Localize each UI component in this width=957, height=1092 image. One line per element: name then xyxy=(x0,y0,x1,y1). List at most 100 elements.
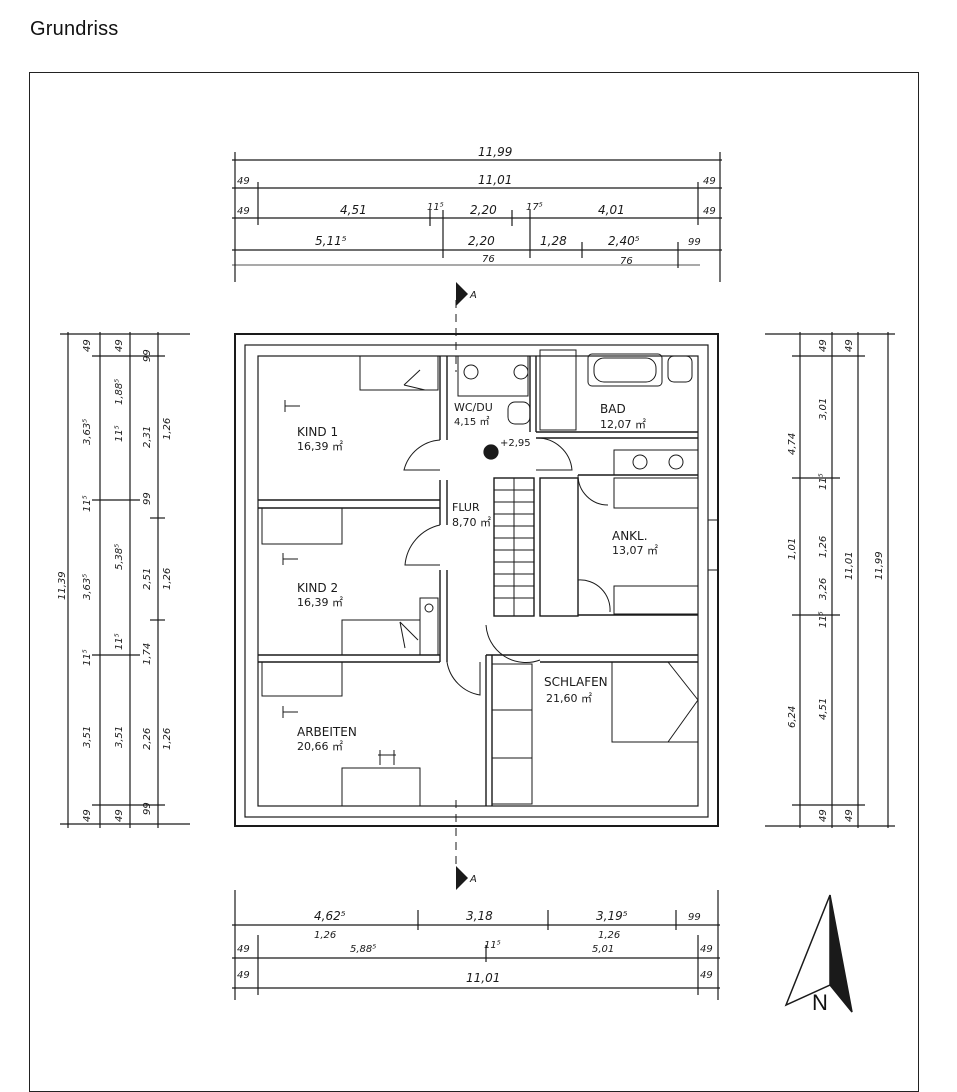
right-dimension-lines xyxy=(765,332,895,828)
room-area-kind2: 16,39 ㎡ xyxy=(297,596,343,609)
dim-right-c2-1: 3,01 xyxy=(818,398,829,420)
furniture xyxy=(261,349,719,807)
north-arrow-icon xyxy=(784,894,853,1013)
dim-left-c3-6: 99 xyxy=(142,802,153,815)
room-name-flur: FLUR xyxy=(452,501,480,514)
dim-bottom-r1-0: 4,62⁵ xyxy=(314,909,346,923)
section-arrow-bottom-icon xyxy=(456,866,468,890)
dim-left-c4-1: 1,26 xyxy=(162,568,173,590)
dim-left-c1-6: 49 xyxy=(82,809,93,822)
dim-bottom-r2-1: 5,88⁵ xyxy=(350,944,376,955)
dim-left-c1-4: 11⁵ xyxy=(82,649,93,666)
dim-right-c3-1: 11,01 xyxy=(844,551,855,580)
room-name-schlafen: SCHLAFEN xyxy=(544,675,608,689)
dim-right-c3-2: 49 xyxy=(844,809,855,822)
dim-right-c2-2: 11⁵ xyxy=(818,473,829,490)
dim-bottom-r2-0: 1,26 xyxy=(314,930,336,941)
dim-right-c1-0: 4,74 xyxy=(787,433,798,455)
dim-left-c1-5: 3,51 xyxy=(82,726,93,748)
dim-top-r3-0: 49 xyxy=(237,206,250,217)
room-name-bad: BAD xyxy=(600,402,626,416)
door-swings xyxy=(403,437,611,696)
dim-right-c2-7: 49 xyxy=(818,809,829,822)
dim-bottom-r1-1: 3,18 xyxy=(466,909,493,923)
dim-top-r4-4: 99 xyxy=(688,237,701,248)
dim-top-r3-3: 2,20 xyxy=(470,203,497,217)
dim-left-c2-6: 49 xyxy=(114,809,125,822)
level-marker-icon xyxy=(483,444,499,460)
dim-left-c3-3: 2,51 xyxy=(142,568,153,590)
dim-right-c2-3: 1,26 xyxy=(818,536,829,558)
dim-top-r3-4: 17⁵ xyxy=(526,202,543,213)
left-dimension-lines xyxy=(60,332,190,828)
dim-left-c2-3: 5,38⁵ xyxy=(114,544,125,570)
dim-bottom-r4-0: 49 xyxy=(237,970,250,981)
room-name-kind2: KIND 2 xyxy=(297,581,338,595)
staircase xyxy=(494,478,534,616)
dim-left-c4-2: 1,26 xyxy=(162,728,173,750)
room-area-arbeiten: 20,66 ㎡ xyxy=(297,740,343,753)
dim-bottom-r3-0: 49 xyxy=(237,944,250,955)
dim-top-r4-sub-0: 76 xyxy=(482,254,495,265)
room-name-wc-du: WC/DU xyxy=(454,401,493,414)
dim-top-overall: 11,99 xyxy=(478,145,512,159)
dim-left-c2-0: 49 xyxy=(114,339,125,352)
dim-top-r3-6: 49 xyxy=(703,206,716,217)
dim-right-c4-0: 11,99 xyxy=(874,551,885,580)
dim-top-r4-1: 2,20 xyxy=(468,234,495,248)
dim-left-c2-1: 1,88⁵ xyxy=(114,379,125,405)
dim-bottom-r2-4: 5,01 xyxy=(592,944,614,955)
dim-bottom-r4-2: 49 xyxy=(700,970,713,981)
dim-top-r4-sub-1: 76 xyxy=(620,256,633,267)
section-marker-bottom: A xyxy=(469,874,477,885)
page-title: Grundriss xyxy=(30,18,119,40)
room-area-bad: 12,07 ㎡ xyxy=(600,418,646,431)
dim-top-r4-3: 2,40⁵ xyxy=(608,234,640,248)
dim-bottom-r2-2: 11⁵ xyxy=(484,940,501,951)
room-area-schlafen: 21,60 ㎡ xyxy=(546,692,592,705)
north-label: N xyxy=(812,990,828,1015)
dim-left-c2-4: 11⁵ xyxy=(114,633,125,650)
dim-left-overall: 11,39 xyxy=(57,571,68,600)
dim-right-c1-2: 6,24 xyxy=(787,706,798,728)
dim-top-r3-2: 11⁵ xyxy=(427,202,444,213)
room-area-flur: 8,70 ㎡ xyxy=(452,516,491,529)
dim-top-inner: 11,01 xyxy=(478,173,512,187)
room-name-ankl: ANKL. xyxy=(612,529,648,543)
dim-left-c3-4: 1,74 xyxy=(142,643,153,665)
dim-bottom-r2-3: 1,26 xyxy=(598,930,620,941)
dim-bottom-r3-1: 49 xyxy=(700,944,713,955)
dim-left-c2-5: 3,51 xyxy=(114,726,125,748)
dim-bottom-r1-3: 99 xyxy=(688,912,701,923)
dim-left-c1-1: 3,63⁵ xyxy=(82,419,93,445)
dim-top-r3-1: 4,51 xyxy=(340,203,367,217)
dim-left-c1-3: 3,63⁵ xyxy=(82,574,93,600)
dim-right-c1-1: 1,01 xyxy=(787,538,798,560)
room-area-wc-du: 4,15 ㎡ xyxy=(454,416,489,428)
bottom-dimension-lines xyxy=(232,890,720,1000)
top-dimension-lines xyxy=(232,152,722,282)
room-name-arbeiten: ARBEITEN xyxy=(297,725,357,739)
dim-top-wall-right: 49 xyxy=(703,176,716,187)
dim-bottom-r4-1: 11,01 xyxy=(466,971,500,985)
dim-bottom-r1-2: 3,19⁵ xyxy=(596,909,628,923)
dim-right-c2-5: 11⁵ xyxy=(818,611,829,628)
level-mark: +2,95 xyxy=(500,438,531,449)
dim-left-c3-5: 2,26 xyxy=(142,728,153,750)
section-arrow-top-icon xyxy=(456,282,468,306)
dim-top-r3-5: 4,01 xyxy=(598,203,625,217)
dim-left-c3-2: 99 xyxy=(142,492,153,505)
dim-right-c2-6: 4,51 xyxy=(818,698,829,720)
dim-right-c2-0: 49 xyxy=(818,339,829,352)
room-area-kind1: 16,39 ㎡ xyxy=(297,440,343,453)
section-marker-top: A xyxy=(469,290,477,301)
room-area-ankl: 13,07 ㎡ xyxy=(612,544,658,557)
dim-top-wall-left: 49 xyxy=(237,176,250,187)
dim-right-c2-4: 3,26 xyxy=(818,578,829,600)
dim-top-r4-0: 5,11⁵ xyxy=(315,234,347,248)
dim-left-c3-0: 99 xyxy=(142,349,153,362)
dim-left-c2-2: 11⁵ xyxy=(114,425,125,442)
dim-top-r4-2: 1,28 xyxy=(540,234,567,248)
dim-left-c4-0: 1,26 xyxy=(162,418,173,440)
